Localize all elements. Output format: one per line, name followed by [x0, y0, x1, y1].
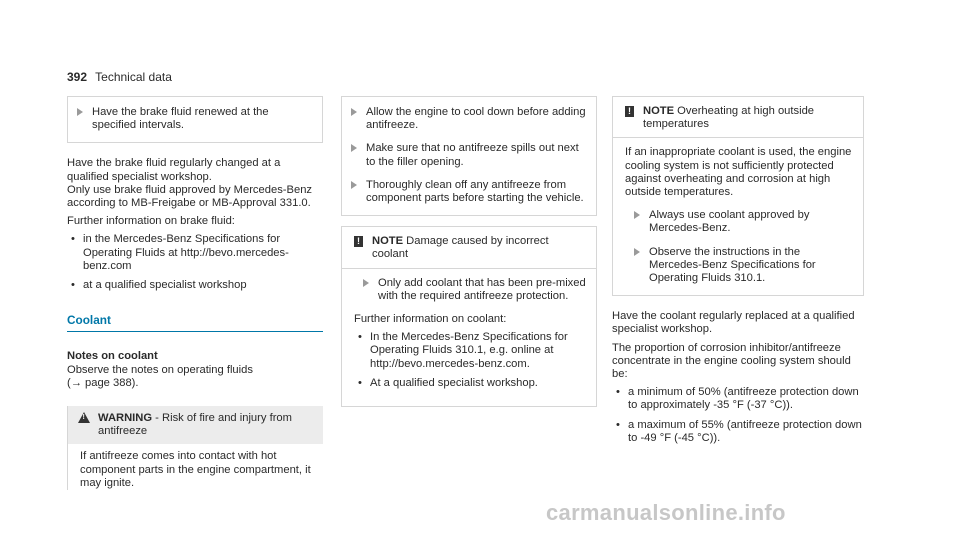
step-arrow-icon [351, 108, 357, 116]
page-header: 392 Technical data [67, 70, 172, 84]
step-arrow-icon [351, 144, 357, 153]
coolant-info-list: In the Mercedes-Benz Specifications for … [354, 331, 586, 390]
note-header: ! NOTE Damage caused by incorrect coolan… [342, 227, 596, 269]
warning-body: If antifreeze comes into contact with ho… [80, 450, 311, 489]
step-arrow-icon [634, 247, 640, 256]
exclamation-icon: ! [625, 106, 634, 117]
column-1: Have the brake fluid renewed at the spec… [67, 96, 323, 491]
page-section-title: Technical data [95, 70, 172, 84]
step-item: Always use coolant approved by Mercedes-… [625, 209, 853, 235]
page-number: 392 [67, 70, 88, 84]
step-arrow-icon [634, 211, 640, 220]
list-item: a minimum of 50% (antifreeze protection … [612, 386, 864, 412]
proportion-list: a minimum of 50% (antifreeze protection … [612, 386, 864, 445]
brake-fluid-step-box: Have the brake fluid renewed at the spec… [67, 96, 323, 144]
coolant-info-para: Further information on coolant: [354, 313, 507, 326]
list-item: In the Mercedes-Benz Specifications for … [354, 331, 586, 371]
antifreeze-steps-box: Allow the engine to cool down before add… [341, 96, 597, 217]
step-item: Have the brake fluid renewed at the spec… [68, 106, 312, 132]
step-item: Only add coolant that has been pre-mixed… [354, 277, 586, 303]
step-arrow-icon [77, 108, 83, 116]
list-item: At a qualified specialist workshop. [354, 377, 586, 390]
note-label: NOTE [643, 105, 675, 117]
warning-label: WARNING [98, 412, 153, 425]
warning-header: WARNING - Risk of fire and injury from a… [68, 406, 323, 445]
list-item: in the Mercedes-Benz Specifications for … [67, 233, 323, 273]
step-arrow-icon [363, 278, 369, 287]
column-3: ! NOTE Overheating at high outside tempe… [612, 96, 864, 451]
brake-fluid-para-1: Have the brake fluid regularly changed a… [67, 157, 313, 210]
warning-text: - Risk of fire and injury from antifreez… [98, 412, 292, 438]
list-item: at a qualified specialist workshop [67, 279, 323, 292]
overheating-para: If an inappropriate coolant is used, the… [625, 146, 852, 199]
brake-fluid-para-info: Further information on brake fluid: [67, 215, 235, 228]
proportion-para: The proportion of corrosion inhibitor/an… [612, 341, 851, 381]
step-item: Allow the engine to cool down before add… [342, 106, 586, 132]
note-body: Only add coolant that has been pre-mixed… [342, 269, 596, 406]
step-item: Observe the instructions in the Mercedes… [625, 246, 853, 286]
step-arrow-icon [351, 180, 357, 189]
note-label: NOTE [372, 235, 404, 248]
note-header: ! NOTE Overheating at high outside tempe… [613, 97, 863, 139]
step-item: Thoroughly clean off any antifreeze from… [342, 179, 586, 205]
subsection-title: Notes on coolant [67, 350, 158, 363]
section-title-coolant: Coolant [67, 314, 323, 333]
note-box-incorrect-coolant: ! NOTE Damage caused by incorrect coolan… [341, 226, 597, 408]
note-body: If an inappropriate coolant is used, the… [613, 138, 863, 295]
brake-fluid-info-list: in the Mercedes-Benz Specifications for … [67, 233, 323, 292]
column-2: Allow the engine to cool down before add… [341, 96, 597, 408]
note-text: Damage caused by incorrect coolant [372, 235, 549, 261]
exclamation-icon: ! [354, 236, 363, 248]
note-box-overheating: ! NOTE Overheating at high outside tempe… [612, 96, 864, 297]
warning-box: WARNING - Risk of fire and injury from a… [67, 406, 323, 491]
warning-triangle-icon [78, 412, 90, 424]
list-item: a maximum of 55% (antifreeze protection … [612, 419, 864, 445]
coolant-notes-para: Observe the notes on operating fluids(→ … [67, 363, 253, 389]
note-text: Overheating at high outside temperatures [643, 105, 815, 131]
coolant-replace-para: Have the coolant regularly replaced at a… [612, 310, 855, 336]
watermark: carmanualsonline.info [546, 500, 786, 525]
step-item: Make sure that no antifreeze spills out … [342, 142, 586, 168]
